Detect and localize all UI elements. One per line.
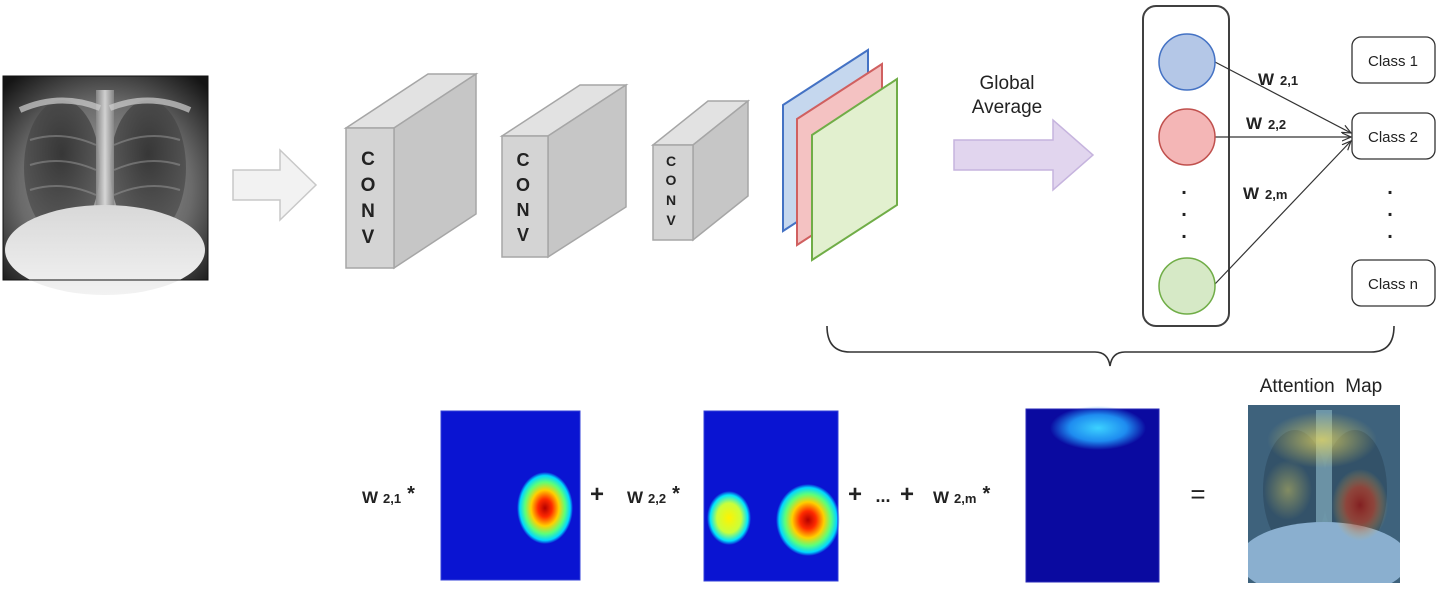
node-dot: . xyxy=(1181,221,1187,243)
input-arrow xyxy=(232,148,318,222)
heatmap-m xyxy=(1025,406,1160,583)
conv-letter: O xyxy=(361,175,376,196)
class-dot: . xyxy=(1387,177,1393,199)
pooled-nodes-container xyxy=(1142,5,1230,327)
conv-letter: N xyxy=(666,192,676,208)
gap-label-line1: Global xyxy=(980,73,1035,94)
ellipsis: ... xyxy=(875,486,890,506)
conv-block-3: C O N V xyxy=(650,99,751,242)
conv-letter: O xyxy=(516,175,530,195)
attention-map-image xyxy=(1248,405,1400,583)
conv-letter: N xyxy=(517,200,530,220)
conv-letter: C xyxy=(666,153,676,169)
conv-letter: C xyxy=(517,150,530,170)
equals-sign: = xyxy=(1190,479,1205,509)
conv-block-2: C O N V xyxy=(499,83,629,259)
attention-map-title: Attention Map xyxy=(1260,376,1383,397)
node-dot: . xyxy=(1181,199,1187,221)
class-box-1: Class 1 xyxy=(1351,36,1436,84)
svg-text:W2,2*: W2,2* xyxy=(627,483,680,507)
gap-arrow xyxy=(953,118,1095,192)
svg-text:W2,2: W2,2 xyxy=(1246,114,1286,133)
xray-input-image xyxy=(2,75,209,295)
class-dot: . xyxy=(1387,221,1393,243)
class-box-2: Class 2 xyxy=(1351,112,1436,160)
svg-text:W2,1*: W2,1* xyxy=(362,483,415,507)
svg-text:Class 1: Class 1 xyxy=(1368,53,1418,70)
feature-map-green xyxy=(811,77,898,262)
pooled-node-blue xyxy=(1158,33,1216,91)
conv-letter: N xyxy=(361,201,375,222)
class-box-n: Class n xyxy=(1351,259,1436,307)
svg-text:Class 2: Class 2 xyxy=(1368,129,1418,146)
conv-letter: O xyxy=(666,172,677,188)
conv-letter: V xyxy=(666,212,676,228)
node-dot: . xyxy=(1181,177,1187,199)
heatmap-1 xyxy=(440,410,581,581)
svg-text:W2,1: W2,1 xyxy=(1258,70,1298,89)
pooled-node-green xyxy=(1158,257,1216,315)
curly-brace xyxy=(826,325,1395,367)
feature-maps xyxy=(782,48,898,262)
weight-edge-m xyxy=(1214,141,1351,285)
conv-letter: C xyxy=(361,149,375,170)
svg-text:Class n: Class n xyxy=(1368,276,1418,293)
plus-sign: + xyxy=(900,481,914,508)
gap-label-line2: Average xyxy=(972,97,1042,118)
conv-letter: V xyxy=(517,225,529,245)
class-dot: . xyxy=(1387,199,1393,221)
weight-edge-1 xyxy=(1214,61,1351,133)
heatmap-2 xyxy=(703,410,840,582)
plus-sign: + xyxy=(848,481,862,508)
svg-text:W2,m*: W2,m* xyxy=(933,483,990,507)
pooled-node-red xyxy=(1158,108,1216,166)
svg-text:W2,m: W2,m xyxy=(1243,184,1287,203)
plus-sign: + xyxy=(590,481,604,508)
conv-letter: V xyxy=(362,227,375,248)
conv-block-1: C O N V xyxy=(343,72,479,270)
